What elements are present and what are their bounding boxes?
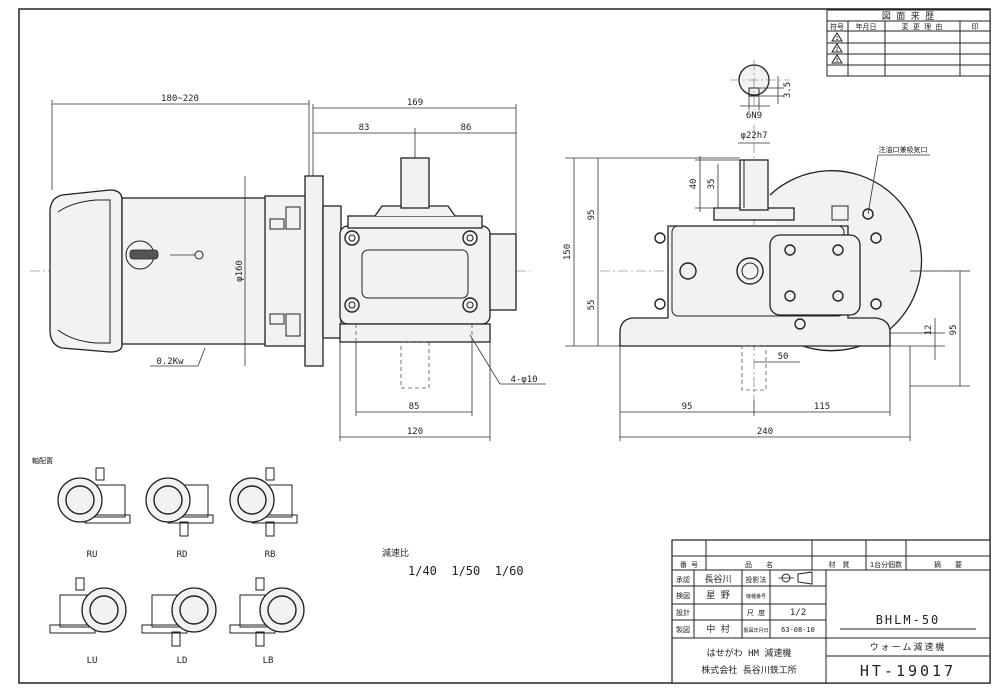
svg-text:RB: RB [265,550,276,560]
dim-key-depth: 3.5 [783,82,793,98]
motor-end-cap [49,189,123,353]
tb-model: BHLM-50 [876,613,941,627]
tb-date-value: 63-08-10 [781,626,815,634]
dim-86: 86 [461,123,472,133]
svg-text:LD: LD [177,656,188,666]
motor-flange [304,175,324,367]
tb-scale-label: 尺 度 [747,608,765,617]
tb-drawing-no: HT-19017 [860,662,956,680]
tb-approved-label: 承認 [676,575,690,584]
rev-header-seal: 印 [972,23,979,31]
sheet-border [18,8,991,684]
rev-symbol-1: 1 [831,32,843,42]
dim-95-upper: 95 [587,210,597,221]
dim-120: 120 [407,427,423,437]
dim-power: 0.2Kw [156,357,184,367]
tb-design-label: 設計 [676,608,690,617]
rev-header-date: 年月日 [856,22,877,31]
dim-55: 55 [587,300,597,311]
dim-50: 50 [778,352,789,362]
projection-symbol-icon [778,571,813,585]
gearbox-bolts [344,230,478,313]
tb-date-label: 製図年月日 [743,627,768,634]
tb-scale-value: 1/2 [790,608,806,618]
dim-key-width: 6N9 [746,111,762,121]
svg-text:LU: LU [87,656,98,666]
svg-text:1: 1 [835,36,838,42]
title-block: 番 号 品 名 材 質 1台分個数 摘 要 承認 長谷川 投影法 検図 星 野 … [671,539,991,684]
dim-95-bottom: 95 [682,402,693,412]
dim-40: 40 [689,179,699,190]
tb-approved-name: 長谷川 [704,574,731,585]
arrangement-lb: LB [229,577,305,666]
dim-35: 35 [707,179,717,190]
svg-text:LB: LB [263,656,274,666]
tb-model-no-label: 機種番号 [746,593,766,600]
revision-title: 図 面 来 歴 [882,11,934,22]
revision-table: 図 面 来 歴 符号 年月日 変 更 理 由 印 1 2 3 [826,9,991,77]
arrangement-ru: RU [57,467,131,560]
svg-text:3: 3 [835,58,838,64]
dim-12: 12 [924,325,934,336]
arrangement-rb: RB [229,467,298,560]
tb-header-qty: 1台分個数 [870,560,902,569]
front-view: 180~220 169 83 86 φ160 0.2Kw 85 120 4-φ1… [30,94,546,441]
rev-header-symbol: 符号 [830,22,844,31]
tb-drawn-name: 中 村 [706,623,729,635]
svg-text:RU: RU [87,550,98,560]
rev-header-reason: 変 更 理 由 [902,22,943,31]
dim-115: 115 [814,402,830,412]
tb-checked-label: 検図 [676,591,690,600]
tb-header-remarks: 摘 要 [934,560,962,569]
arrangement-lu: LU [49,577,127,666]
reduction-ratio: 減速比 1/40 1/50 1/60 [382,547,524,578]
output-shaft [400,157,430,209]
shaft-arrangement: 軸配置 RU RD RB LU LD [32,456,305,666]
tb-product-name: ウォーム減速機 [870,641,947,653]
tb-company-name: 株式会社 長谷川鉄工所 [701,664,796,676]
key-detail: 6N9 3.5 [730,60,793,121]
tb-company-brand: はせがわ HM 減速機 [707,647,792,659]
dim-240: 240 [757,427,773,437]
tb-header-name: 品 名 [745,560,773,569]
dim-83: 83 [359,123,370,133]
dim-169: 169 [407,98,423,108]
rev-symbol-2: 2 [831,43,843,53]
dim-holes: 4-φ10 [510,375,537,385]
side-view: φ22h7 40 35 150 95 55 12 95 50 95 115 [563,125,970,441]
tb-drawn-label: 製図 [676,625,690,634]
tb-projection-label: 投影法 [746,575,767,584]
oil-port-label: 注油口兼吸気口 [879,145,928,154]
side-bolts [654,232,882,330]
dim-motor-length: 180~220 [161,94,199,104]
ratio-title: 減速比 [382,547,409,559]
rev-symbol-3: 3 [831,54,843,64]
dim-shaft-dia: φ22h7 [740,131,767,141]
tb-header-material: 材 質 [829,560,850,569]
tb-header-number: 番 号 [680,561,698,569]
dim-95-right: 95 [949,325,959,336]
motor-body [121,197,268,345]
dim-150: 150 [563,244,573,260]
tb-checked-name: 星 野 [706,590,729,601]
svg-text:2: 2 [835,47,838,53]
shaft-arrangement-title: 軸配置 [32,456,53,465]
svg-text:RD: RD [177,550,188,560]
arrangement-ld: LD [141,587,217,666]
ratio-values: 1/40 1/50 1/60 [408,564,524,578]
dim-dia160: φ160 [235,260,245,282]
dim-85: 85 [409,402,420,412]
arrangement-rd: RD [145,477,214,560]
